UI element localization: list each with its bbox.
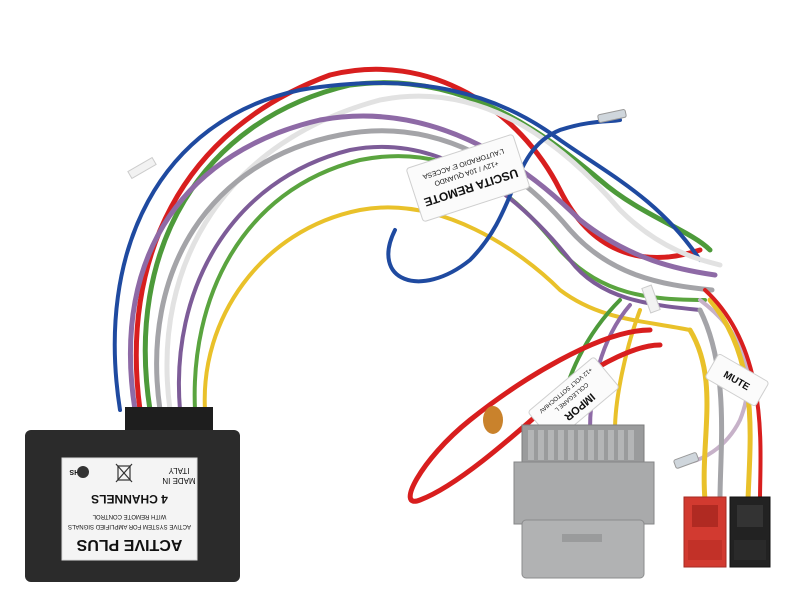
remote-wire-terminal: [597, 109, 627, 123]
module-channels: 4 CHANNELS: [91, 492, 168, 506]
mute-wire-terminal: [673, 452, 699, 469]
wire-blue-remote: [386, 118, 622, 284]
module-made-in: MADE IN: [162, 476, 196, 485]
wire-white-loop: [164, 93, 723, 413]
weee-bin-icon: [115, 463, 133, 483]
module-product-name: ACTIVE PLUS: [76, 536, 182, 553]
module-italy: ITALY: [168, 466, 190, 475]
black-iso-connector: [729, 496, 771, 568]
amplifier-interface-module: ACTIVE PLUS ACTIVE SYSTEM FOR AMPLIFIED …: [25, 407, 240, 582]
cable-tie-red-loop: [483, 406, 503, 434]
module-line-2: WITH REMOTE CONTROL: [92, 513, 166, 519]
wire-to-red-connector-2: [697, 307, 725, 503]
wire-to-grey-connector-3: [613, 308, 642, 432]
grey-vehicle-connector: [513, 424, 655, 579]
wire-to-red-connector-1: [687, 327, 710, 503]
module-line-1: ACTIVE SYSTEM FOR AMPLIFIED SIGNALS: [68, 523, 191, 529]
cable-tie-left: [127, 156, 157, 180]
rohs-leaf-icon: [77, 466, 89, 478]
wire-purple2-loop: [177, 144, 702, 412]
wire-blue-loop: [112, 81, 702, 412]
wire-yellow-loop: [202, 205, 692, 412]
mute-tag: MUTE: [705, 353, 769, 407]
wire-grey-loop: [154, 128, 715, 413]
wire-purple-loop: [128, 113, 718, 413]
red-iso-connector: [683, 496, 727, 568]
cable-tie-right: [641, 284, 661, 314]
